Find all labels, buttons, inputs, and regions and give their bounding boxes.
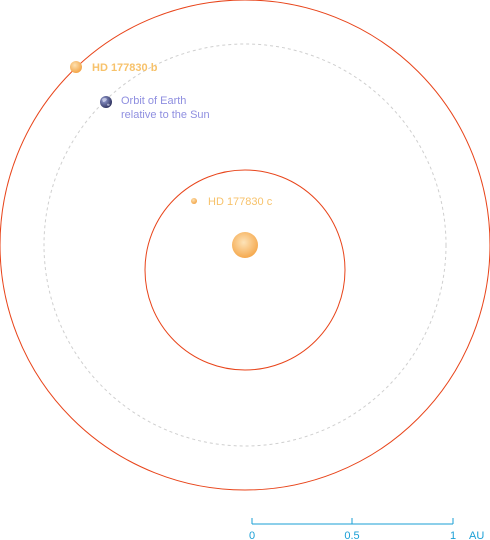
scale-unit-label: AU [469, 530, 484, 540]
scale-label-0.5: 0.5 [344, 530, 359, 540]
orbit-planet-c [144, 169, 346, 371]
scale-label-0: 0 [249, 530, 255, 540]
planet-b-icon [70, 61, 82, 73]
earth-globe-icon [100, 96, 112, 108]
star-icon [232, 232, 258, 258]
orbit-planet-b [0, 0, 490, 491]
earth-orbit [43, 43, 447, 447]
planet-b-label: HD 177830 b [92, 62, 158, 74]
earth-orbit-label-line2: relative to the Sun [121, 109, 210, 121]
earth-orbit-label-line1: Orbit of Earth [121, 95, 186, 107]
planet-c-icon [191, 198, 197, 204]
scale-label-1: 1 [450, 530, 456, 540]
scale-bar [251, 518, 454, 525]
planet-c-label: HD 177830 c [208, 196, 273, 208]
